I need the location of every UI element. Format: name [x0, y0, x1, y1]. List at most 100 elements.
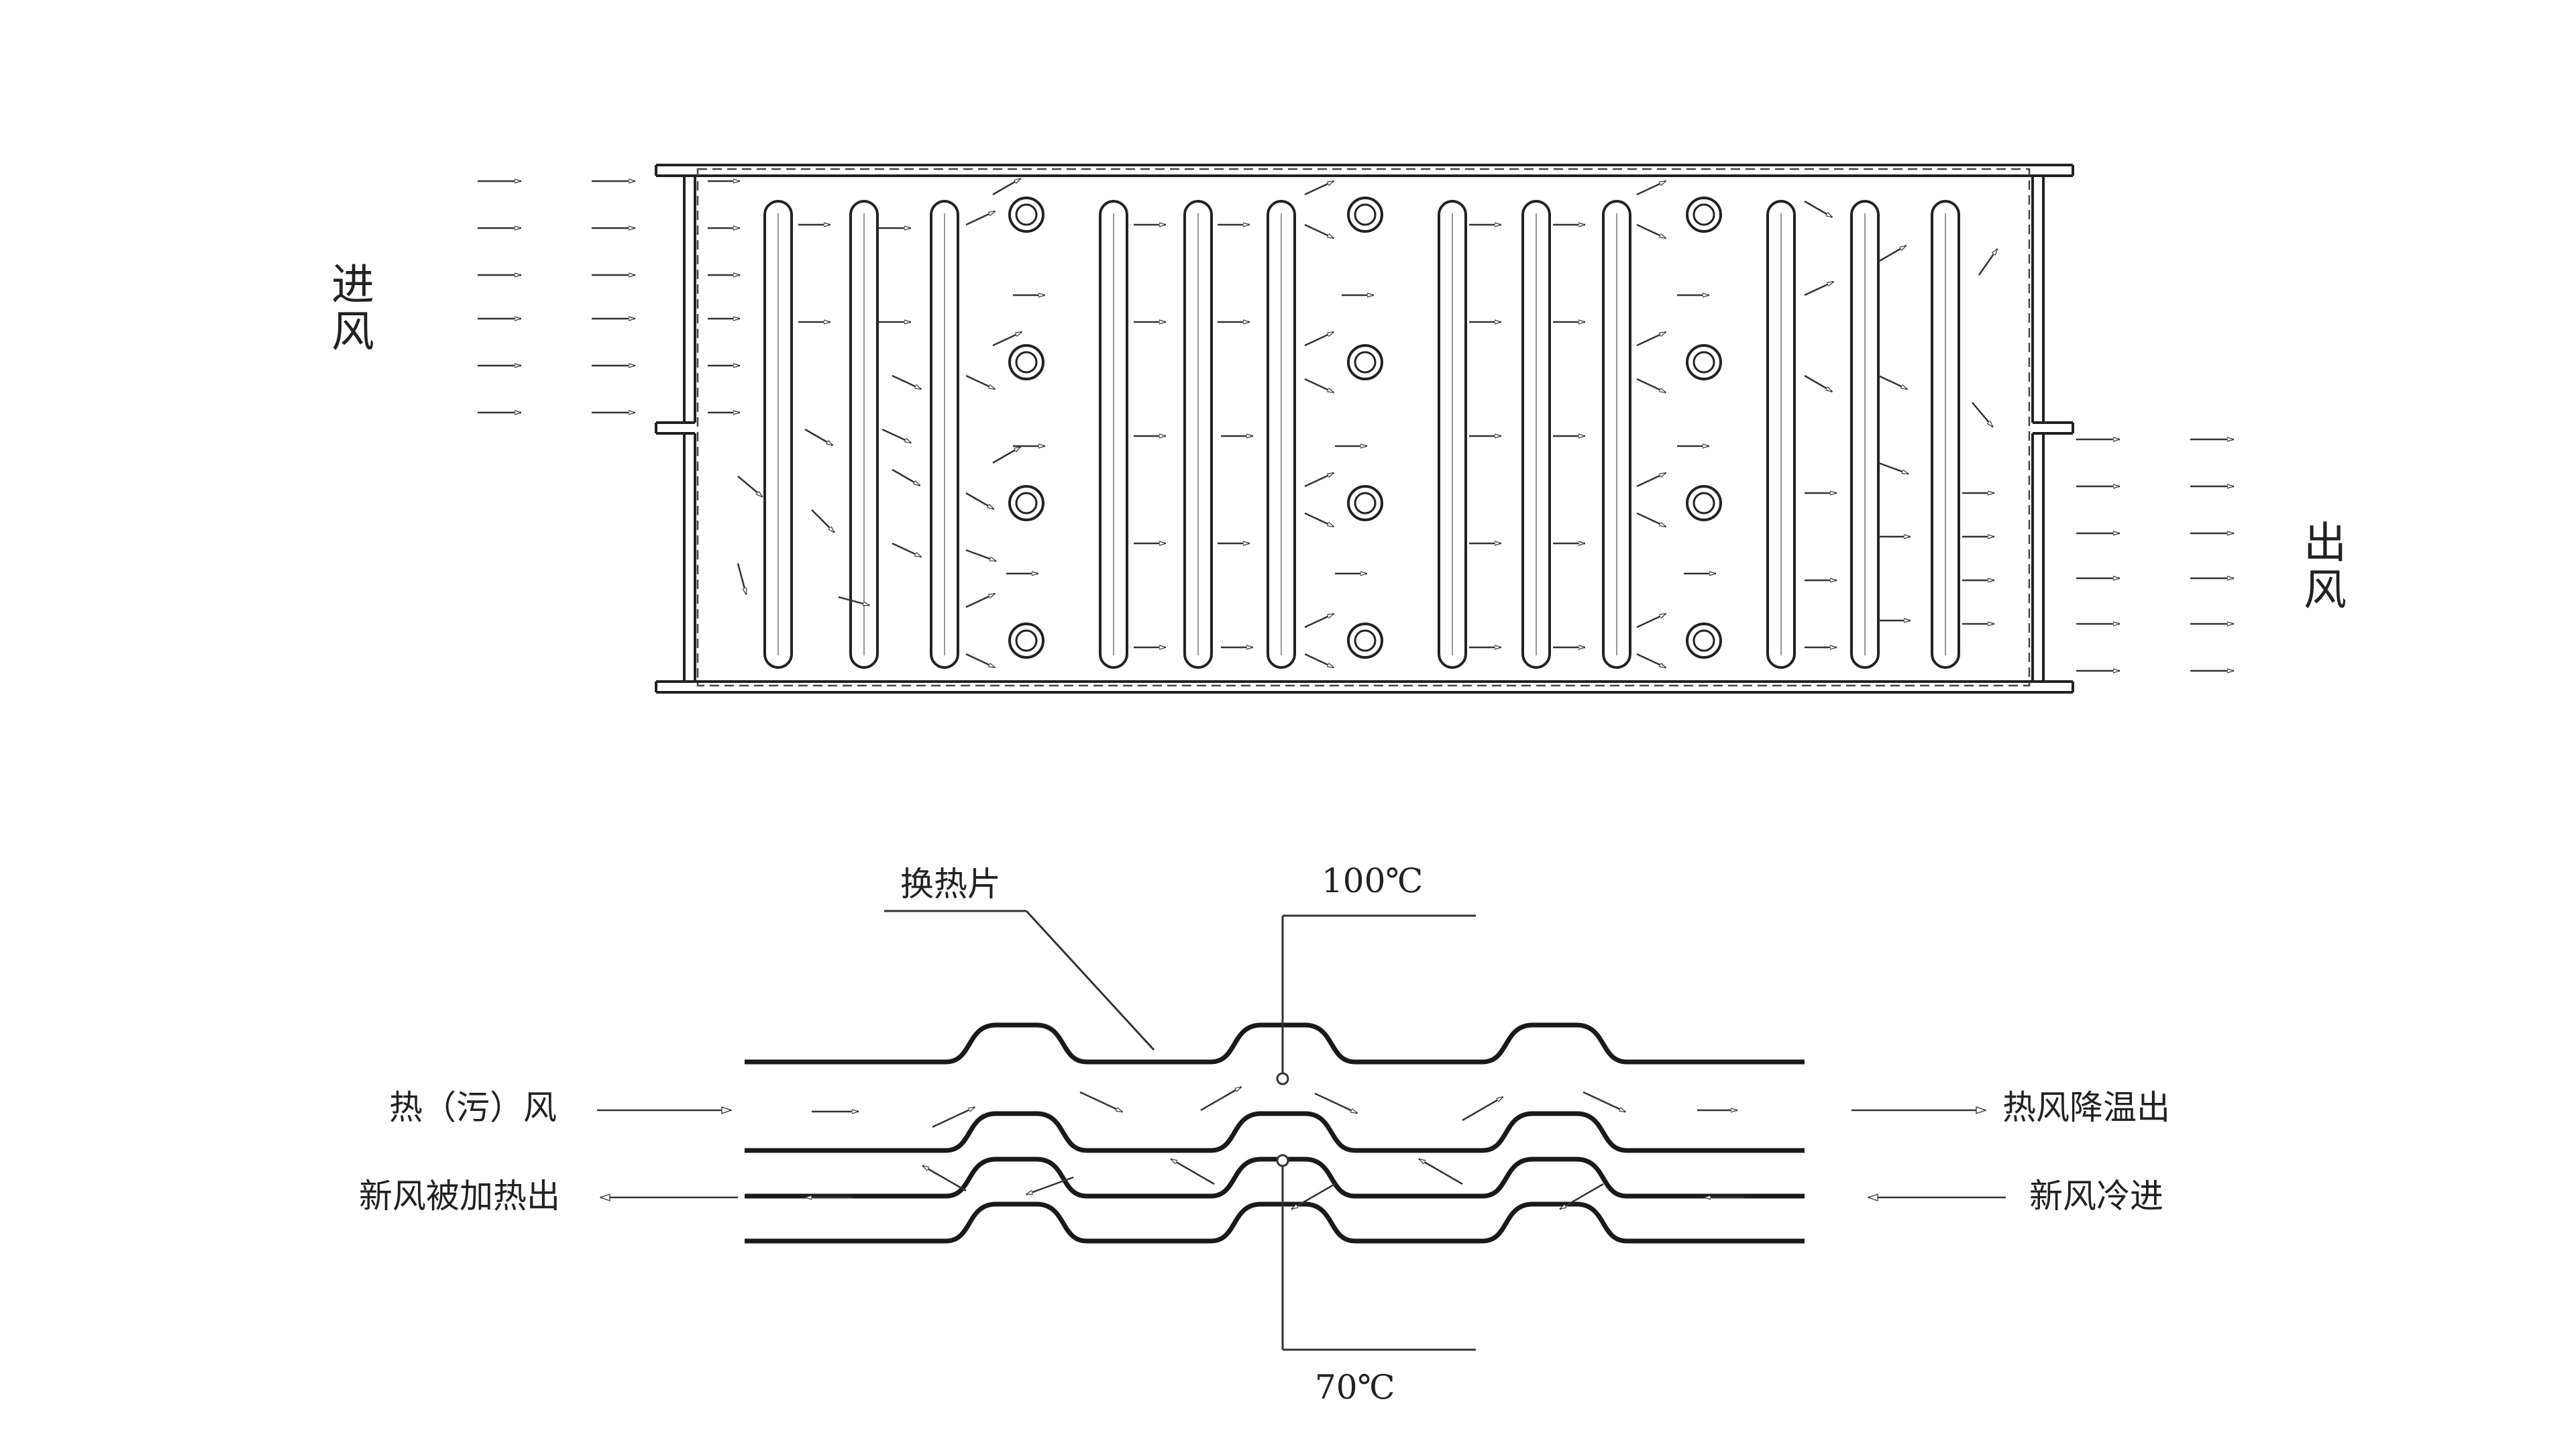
flow-arrow [922, 1165, 967, 1192]
flow-arrow [1200, 1085, 1242, 1112]
round-tube-inner [1354, 629, 1377, 652]
round-tube [1686, 623, 1722, 659]
flow-arrow [838, 596, 869, 606]
flow-arrow [965, 210, 996, 226]
svg-text:进风: 进风 [324, 262, 374, 356]
flow-arrow [1636, 180, 1666, 196]
round-tube-inner [1693, 492, 1715, 515]
flow-arrow [1636, 223, 1666, 239]
corrugated-plates [745, 1022, 1805, 1244]
round-tube-inner [1354, 492, 1377, 515]
flow-arrow [1560, 1183, 1604, 1210]
flow-arrow [1304, 653, 1334, 669]
channel-flow-arrows [805, 1085, 1744, 1210]
flow-arrow [1314, 1092, 1357, 1114]
temp-high-label: 100℃ [1322, 861, 1423, 900]
flow-arrow [1026, 1176, 1074, 1195]
flow-arrow [992, 177, 1021, 196]
flow-arrow [1582, 1091, 1625, 1113]
flow-arrow [1304, 180, 1334, 196]
flow-arrow [1804, 280, 1834, 297]
flow-arrow [1636, 378, 1666, 394]
round-tube-row [1008, 197, 1722, 659]
fresh-out-label: 新风被加热出 [359, 1177, 560, 1216]
flow-arrow [1636, 612, 1666, 629]
flow-arrow [1972, 402, 1993, 427]
flow-arrow [811, 509, 835, 533]
flow-arrow [932, 1106, 975, 1128]
round-tube [1347, 344, 1383, 380]
flow-arrow [1171, 1158, 1215, 1185]
round-tube [1347, 197, 1383, 233]
inlet-outlet-arrows [478, 181, 2234, 671]
flow-arrow [737, 476, 763, 497]
flow-arrow [1304, 378, 1334, 394]
flow-arrow [737, 563, 747, 594]
housing-frame [655, 164, 2074, 694]
flow-arrow [1636, 472, 1666, 488]
round-tube-inner [1354, 351, 1377, 374]
flow-arrow [1636, 512, 1666, 528]
cross-section-view: 100℃ 70℃ 换热片 热（污）风 热风降温出 新风被加热出 新风冷进 [359, 861, 2170, 1407]
flow-arrow [881, 428, 912, 444]
flow-arrow [892, 374, 922, 390]
temperature-probes [1276, 914, 1476, 1351]
fin-label: 换热片 [900, 865, 1001, 904]
flow-arrow [965, 549, 996, 562]
flow-arrow [992, 331, 1022, 347]
round-tube [1686, 485, 1722, 521]
flow-arrow [804, 428, 833, 447]
flow-arrow [965, 492, 994, 511]
flow-arrow [1978, 249, 1998, 276]
round-tube-inner [1693, 351, 1715, 374]
flow-arrow [892, 468, 920, 487]
round-tube-inner [1354, 203, 1377, 226]
flow-arrow [992, 445, 1021, 464]
round-tube [1008, 344, 1044, 380]
fin-tube-bank [763, 200, 1960, 669]
round-tube-inner [1693, 629, 1715, 652]
flow-arrow [965, 653, 996, 669]
hot-out-label: 热风降温出 [2002, 1088, 2170, 1127]
round-tube [1686, 344, 1722, 380]
flow-arrow [1804, 374, 1833, 393]
flow-arrow [1636, 331, 1666, 347]
top-view: 进风 出风 [324, 164, 2346, 694]
flow-arrow [1878, 374, 1908, 390]
round-tube [1008, 623, 1044, 659]
flow-arrow [1304, 512, 1334, 528]
round-tube [1008, 485, 1044, 521]
round-tube [1347, 623, 1383, 659]
flow-arrow [1304, 331, 1334, 347]
side-flow-arrows [597, 1110, 2006, 1197]
airflow-arrows [708, 177, 1998, 669]
flow-arrow [1878, 462, 1909, 475]
round-tube-inner [1693, 203, 1715, 226]
round-tube [1686, 197, 1722, 233]
hot-in-label: 热（污）风 [389, 1088, 557, 1127]
round-tube [1008, 197, 1044, 233]
outlet-label: 出风 [2296, 520, 2346, 614]
flow-arrow [1636, 653, 1666, 669]
flow-arrow [965, 592, 996, 608]
flow-arrow [1291, 1183, 1336, 1210]
temp-low-label: 70℃ [1315, 1368, 1395, 1407]
flow-arrow [1079, 1091, 1122, 1113]
flow-arrow [1304, 223, 1334, 239]
fin-leader-line [1025, 910, 1155, 1051]
flow-arrow [1304, 612, 1334, 629]
fresh-in-label: 新风冷进 [2029, 1177, 2163, 1216]
flow-arrow [1804, 200, 1833, 219]
svg-text:出风: 出风 [2296, 520, 2346, 614]
flow-arrow [965, 374, 996, 390]
flow-arrow [1878, 244, 1907, 263]
flow-arrow [1304, 472, 1334, 488]
round-tube [1347, 485, 1383, 521]
round-tube-inner [1015, 629, 1038, 652]
flow-arrow [1419, 1158, 1463, 1185]
inlet-label: 进风 [324, 262, 374, 356]
round-tube-inner [1015, 203, 1038, 226]
round-tube-inner [1015, 351, 1038, 374]
flow-arrow [1462, 1095, 1503, 1122]
